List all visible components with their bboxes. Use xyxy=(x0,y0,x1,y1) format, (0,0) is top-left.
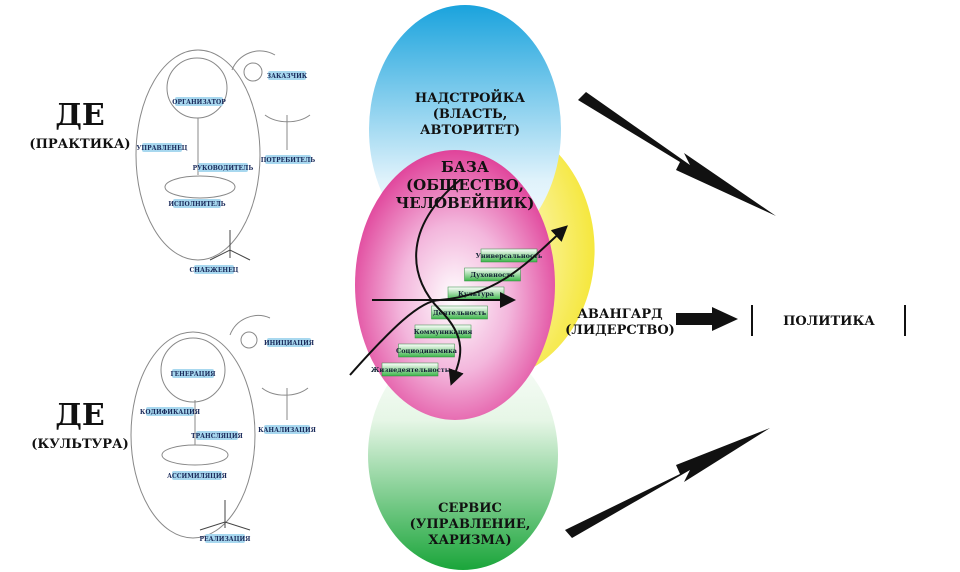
culture-role-label-text: ИНИЦИАЦИЯ xyxy=(264,340,315,347)
base-label-2: (ОБЩЕСТВО, xyxy=(406,176,524,194)
practice-role-label-text: ОРГАНИЗАТОР xyxy=(172,99,226,106)
culture-role-label-text: РЕАЛИЗАЦИЯ xyxy=(200,536,252,543)
culture-subtitle: (КУЛЬТУРА) xyxy=(31,437,129,452)
practice-role-label: ОРГАНИЗАТОР xyxy=(172,97,226,106)
culture-role-label: КОДИФИКАЦИЯ xyxy=(140,407,201,416)
s-curve xyxy=(415,179,464,386)
culture-diagram: ДЕ (КУЛЬТУРА) xyxy=(31,315,309,539)
practice-role-label-text: ИСПОЛНИТЕЛЬ xyxy=(168,201,225,208)
practice-role-label-text: СНАБЖЕНЕЦ xyxy=(190,267,239,274)
culture-role-label: КАНАЛИЗАЦИЯ xyxy=(258,425,317,434)
culture-role-label-text: КОДИФИКАЦИЯ xyxy=(140,409,201,416)
practice-role-label: УПРАВЛЕНЕЦ xyxy=(137,143,188,152)
practice-role-label-text: ПОТРЕБИТЕЛЬ xyxy=(261,157,316,164)
culture-role-label-text: АССИМИЛЯЦИЯ xyxy=(167,473,227,480)
practice-role-label: РУКОВОДИТЕЛЬ xyxy=(193,163,254,172)
practice-role-label-text: УПРАВЛЕНЕЦ xyxy=(137,145,188,152)
arrow-from-top xyxy=(578,92,776,216)
superstructure-label-1: НАДСТРОЙКА xyxy=(415,89,526,106)
step-label: Деятельность xyxy=(433,309,487,317)
step-label: Духовность xyxy=(470,271,515,279)
arrow-from-avant xyxy=(676,307,738,331)
service-label-3: ХАРИЗМА) xyxy=(428,533,511,548)
culture-role-label: ТРАНСЛЯЦИЯ xyxy=(191,431,244,440)
base-label-3: ЧЕЛОВЕЙНИК) xyxy=(396,193,535,212)
practice-role-label-text: РУКОВОДИТЕЛЬ xyxy=(193,165,254,172)
practice-role-label: ПОТРЕБИТЕЛЬ xyxy=(261,155,316,164)
culture-role-label: АССИМИЛЯЦИЯ xyxy=(167,471,228,480)
service-label-2: (УПРАВЛЕНИЕ, xyxy=(410,517,531,532)
arrows xyxy=(565,92,776,538)
step-label: Коммуникация xyxy=(414,328,473,336)
practice-role-label: СНАБЖЕНЕЦ xyxy=(190,265,239,274)
base-label-1: БАЗА xyxy=(441,158,490,176)
culture-role-label: ИНИЦИАЦИЯ xyxy=(264,338,315,347)
culture-role-label-text: ТРАНСЛЯЦИЯ xyxy=(191,433,243,440)
step-label: Культура xyxy=(458,290,495,298)
arrow-from-service xyxy=(565,428,770,538)
step-label: Универсальность xyxy=(476,252,543,260)
step-6: Универсальность xyxy=(476,248,543,263)
politics-box: ПОЛИТИКА xyxy=(751,305,906,336)
service-label-1: СЕРВИС xyxy=(438,501,502,516)
practice-role-label-text: ЗАКАЗЧИК xyxy=(267,73,308,80)
superstructure-label-2: (ВЛАСТЬ, xyxy=(433,107,508,122)
step-2: Коммуникация xyxy=(414,324,473,339)
avant-label-2: (ЛИДЕРСТВО) xyxy=(565,323,675,338)
practice-subtitle: (ПРАКТИКА) xyxy=(29,137,130,152)
practice-role-label: ИСПОЛНИТЕЛЬ xyxy=(168,199,226,208)
step-0: Жизнедеятельность xyxy=(371,362,450,377)
superstructure-label-3: АВТОРИТЕТ) xyxy=(420,123,520,138)
culture-role-label: РЕАЛИЗАЦИЯ xyxy=(200,534,252,543)
culture-role-label-text: КАНАЛИЗАЦИЯ xyxy=(258,427,317,434)
avant-label-1: АВАНГАРД xyxy=(577,307,662,322)
step-label: Жизнедеятельность xyxy=(371,366,450,374)
politics-label: ПОЛИТИКА xyxy=(783,314,875,329)
culture-role-label: ГЕНЕРАЦИЯ xyxy=(170,369,216,378)
step-1: Социодинамика xyxy=(396,343,458,358)
step-3: Деятельность xyxy=(431,305,488,320)
culture-title: ДЕ xyxy=(55,398,105,433)
step-label: Социодинамика xyxy=(396,347,458,355)
practice-role-label: ЗАКАЗЧИК xyxy=(267,71,308,80)
practice-diagram: ДЕ (ПРАКТИКА) xyxy=(29,49,311,261)
practice-title: ДЕ xyxy=(55,98,105,133)
culture-role-label-text: ГЕНЕРАЦИЯ xyxy=(170,371,216,378)
